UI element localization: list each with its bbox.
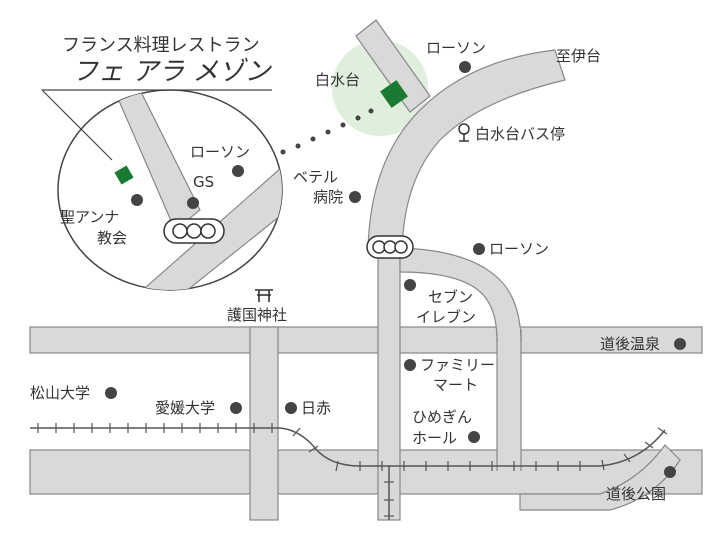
inset-connector-dots: [280, 108, 374, 155]
label-iyodai: 至伊台: [556, 47, 601, 65]
poi-lawson-top: [459, 61, 471, 73]
road-horizontal-upper: [29, 326, 703, 354]
label-nisseki: 日赤: [301, 399, 331, 417]
road-network: [29, 247, 703, 521]
poi-lawson-mid: [232, 165, 244, 177]
poi-st-anna: [131, 194, 143, 206]
label-familymart-1: ファミリー: [420, 356, 495, 374]
inset-road-branch: [109, 90, 201, 231]
restaurant-name: フェ アラ メゾン: [72, 57, 273, 87]
traffic-light-inset-icon: [163, 218, 225, 244]
torii-icon: [255, 289, 273, 302]
road-curve-dogo-park: [519, 444, 681, 511]
tram-ticks: [37, 423, 668, 472]
label-ehime-univ: 愛媛大学: [155, 399, 215, 417]
road-curve-east: [399, 247, 522, 341]
poi-ehime-univ: [230, 402, 242, 414]
bus-stop-icon: [458, 123, 470, 142]
label-shirouzudai: 白水台: [315, 71, 360, 89]
poi-gs: [187, 197, 199, 209]
label-shrine: 護国神社: [227, 306, 287, 324]
label-seven-1: セブン: [428, 288, 473, 306]
label-lawson-top: ローソン: [426, 39, 486, 57]
label-gs: GS: [193, 173, 214, 191]
label-lawson-right: ローソン: [489, 240, 549, 258]
road-horizontal-lower: [29, 449, 703, 495]
tram-line: [30, 423, 668, 520]
label-himegin-2: ホール: [412, 429, 457, 447]
poi-markers: [105, 61, 686, 478]
poi-familymart: [404, 359, 416, 371]
poi-matsuyama-univ: [105, 387, 117, 399]
poi-seven: [404, 279, 416, 291]
poi-dogo-onsen: [674, 338, 686, 350]
inset-map: [41, 89, 283, 291]
restaurant-marker-inset-icon: [114, 165, 134, 185]
label-dogo-onsen: 道後温泉: [600, 335, 660, 353]
label-bethel-1: ベテル: [293, 168, 338, 186]
restaurant-subtitle: フランス料理レストラン: [62, 35, 260, 56]
label-matsuyama-univ: 松山大学: [30, 384, 90, 402]
poi-dogo-park: [664, 466, 676, 478]
poi-lawson-right: [473, 243, 485, 255]
label-st-anna-2: 教会: [97, 229, 127, 247]
label-dogo-park: 道後公園: [606, 485, 666, 503]
poi-himegin: [468, 431, 480, 443]
label-bethel-2: 病院: [313, 188, 343, 206]
restaurant-marker-icon: [380, 80, 408, 108]
label-st-anna-1: 聖アンナ: [60, 208, 119, 226]
label-lawson-mid: ローソン: [190, 143, 250, 161]
label-seven-2: イレブン: [416, 308, 476, 326]
poi-nisseki: [285, 402, 297, 414]
label-bus-stop: 白水台バス停: [475, 125, 565, 143]
poi-bethel: [349, 191, 361, 203]
label-familymart-2: マート: [433, 376, 478, 394]
label-himegin-1: ひめぎん: [412, 408, 472, 426]
traffic-light-icon: [366, 235, 414, 259]
